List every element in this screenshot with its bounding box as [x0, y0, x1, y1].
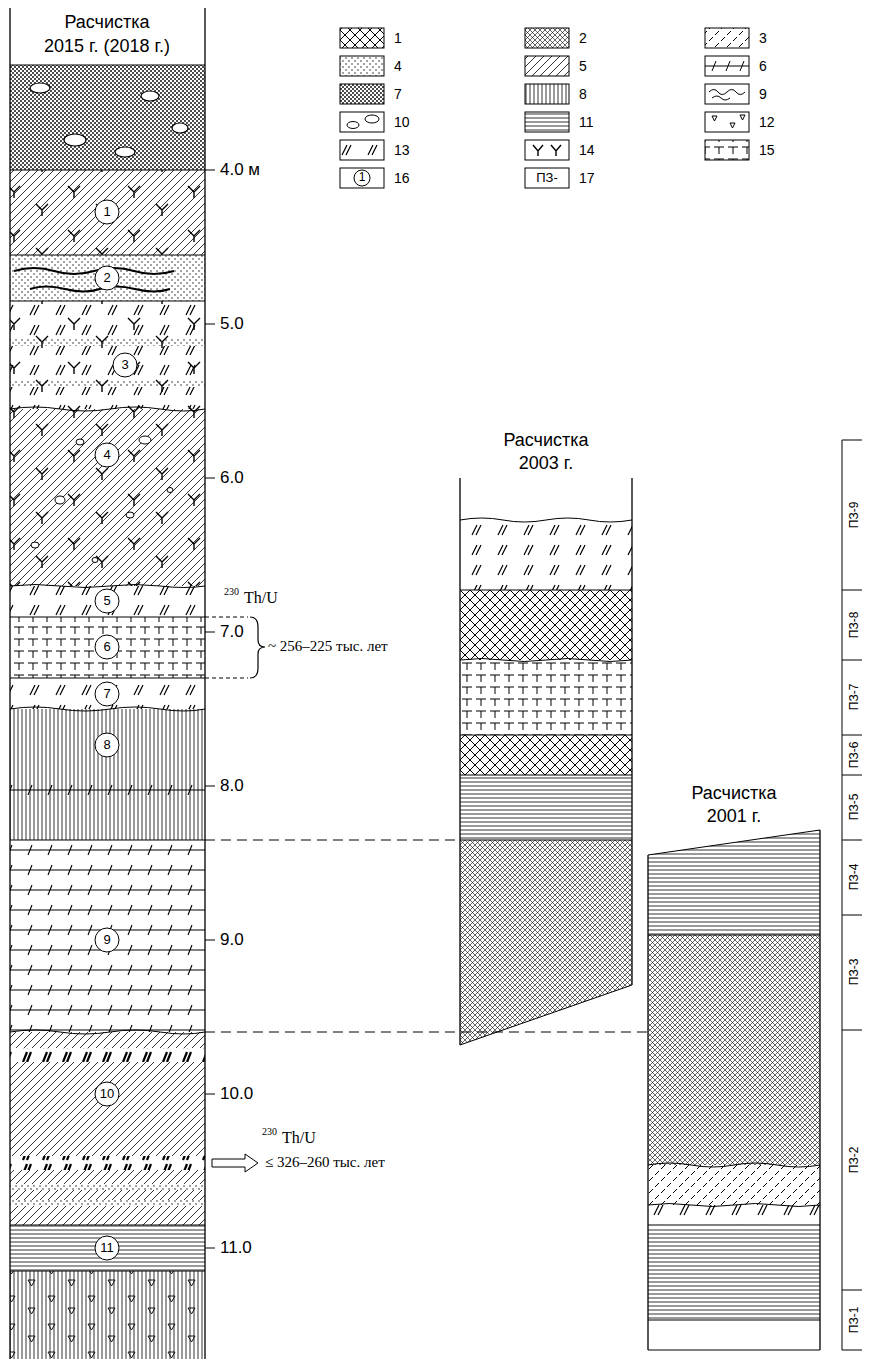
legend-number: 3 [759, 30, 767, 46]
column-title: 2015 г. (2018 г.) [44, 36, 170, 57]
column-title: 2003 г. [519, 453, 573, 474]
layer-number: 11 [100, 1241, 114, 1256]
dating-method: Th/U [282, 1129, 316, 1147]
zone-label: ПЗ-3 [848, 959, 862, 986]
depth-label: 11.0 [220, 1238, 252, 1258]
legend-number: 4 [394, 58, 402, 74]
column-title: Расчистка [503, 430, 588, 451]
zone-label: ПЗ-7 [848, 684, 862, 711]
isotope-mass: 230 [224, 586, 239, 598]
legend-number: 15 [759, 142, 775, 158]
column-2003 [460, 478, 632, 1045]
depth-label: 4.0 м [220, 160, 260, 180]
legend-number: 7 [394, 86, 402, 102]
legend-number: 12 [759, 114, 775, 130]
dating-method: Th/U [244, 589, 278, 607]
column-2001 [648, 830, 820, 1350]
legend-number: 17 [579, 170, 595, 186]
depth-label: 7.0 [220, 622, 244, 642]
legend-number: 5 [579, 58, 587, 74]
column-title: Расчистка [691, 783, 776, 804]
legend-number: 1 [394, 30, 402, 46]
zone-label: ПЗ-6 [848, 742, 862, 769]
legend-number: 10 [394, 114, 410, 130]
depth-label: 10.0 [220, 1084, 253, 1104]
zone-scale [842, 440, 862, 1350]
legend-number: 2 [579, 30, 587, 46]
dating-marks [205, 617, 265, 1172]
layer-number: 7 [103, 687, 110, 702]
legend-number: 14 [579, 142, 595, 158]
zone-label: ПЗ-9 [848, 502, 862, 529]
legend-number: 8 [579, 86, 587, 102]
layer-number: 4 [103, 448, 110, 463]
layer-number: 8 [103, 738, 110, 753]
column-2015 [10, 8, 215, 1359]
layer-number: 1 [103, 205, 110, 220]
column-title: Расчистка [64, 12, 149, 33]
depth-label: 9.0 [220, 930, 244, 950]
legend-number: 6 [759, 58, 767, 74]
layer-number: 5 [103, 594, 110, 609]
age-label: ~ 256–225 тыс. лет [268, 638, 388, 655]
legend-swatches [340, 28, 749, 188]
layer-number: 2 [103, 271, 110, 286]
layer-number: 9 [103, 933, 110, 948]
legend-number: 9 [759, 86, 767, 102]
zone-label: ПЗ-5 [848, 794, 862, 821]
zone-label: ПЗ-8 [848, 612, 862, 639]
zone-label: ПЗ-2 [848, 1147, 862, 1174]
age-label: ≤ 326–260 тыс. лет [265, 1154, 385, 1171]
legend-number: 11 [579, 114, 594, 130]
legend-number: 16 [394, 170, 410, 186]
isotope-mass: 230 [262, 1126, 277, 1138]
depth-label: 5.0 [220, 314, 244, 334]
layer-number: 6 [103, 640, 110, 655]
layer-number: 3 [121, 358, 128, 373]
depth-label: 6.0 [220, 468, 244, 488]
legend-sample-text: 1 [359, 171, 366, 185]
depth-label: 8.0 [220, 776, 244, 796]
legend-number: 13 [394, 142, 410, 158]
zone-label: ПЗ-4 [848, 864, 862, 891]
column-title: 2001 г. [707, 806, 761, 827]
zone-label: ПЗ-1 [848, 1307, 862, 1334]
layer-number: 10 [100, 1087, 114, 1102]
legend-sample-text: ПЗ- [536, 171, 558, 186]
